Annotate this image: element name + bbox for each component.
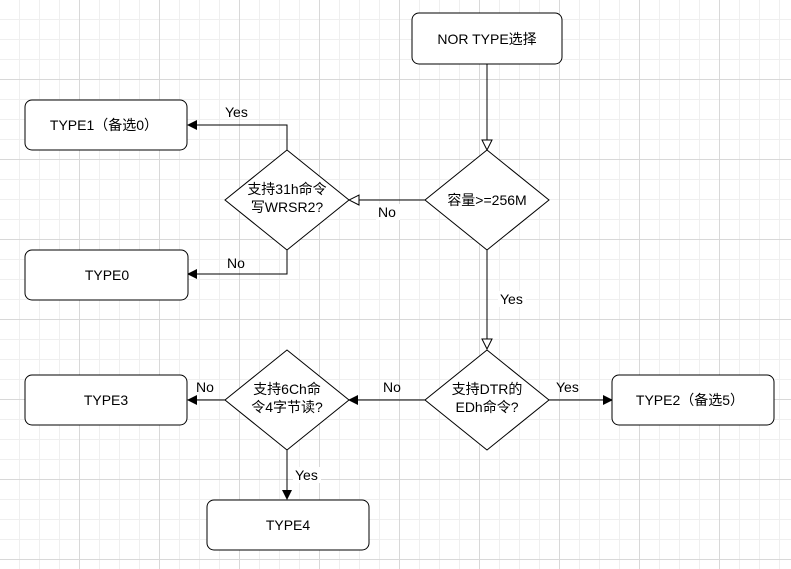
31h-yes-label: Yes: [225, 104, 248, 120]
6ch-no-label: No: [196, 379, 214, 395]
6ch-yes-bg: [293, 467, 321, 483]
decision-6ch: [224, 349, 350, 451]
decision-capacity: [424, 149, 550, 251]
type1-label: TYPE1（备选0）: [50, 117, 158, 133]
type2-label: TYPE2（备选5）: [636, 392, 744, 408]
31h-label-line2: 写WRSR2?: [251, 199, 324, 215]
dtr-label-line2: EDh命令?: [455, 399, 518, 415]
dtr-no-label: No: [383, 379, 401, 395]
type1-node: [24, 99, 188, 151]
cap-yes-bg: [498, 291, 526, 307]
capacity-label: 容量>=256M: [447, 192, 526, 208]
31h-label-line1: 支持31h命令: [247, 181, 326, 197]
type2-node: [611, 374, 775, 426]
edges: [187, 64, 613, 500]
type0-label: TYPE0: [85, 267, 130, 283]
capacity-yes-label: Yes: [500, 291, 523, 307]
dtr-yes-label: Yes: [556, 379, 579, 395]
type3-node: [24, 374, 188, 426]
6ch-label-line2: 令4字节读?: [251, 399, 323, 415]
dtr-label-line1: 支持DTR的: [452, 381, 523, 397]
node-labels: NOR TYPE选择 容量>=256M 支持31h命令 写WRSR2? TYPE…: [50, 31, 744, 533]
31h-no-label: No: [227, 255, 245, 271]
cap-no-bg: [376, 204, 400, 220]
decision-31h: [224, 149, 350, 251]
nodes: [24, 12, 775, 551]
capacity-no-label: No: [378, 204, 396, 220]
edge-31h-no: [187, 250, 288, 279]
start-node: [411, 12, 563, 65]
type3-label: TYPE3: [84, 392, 129, 408]
type4-node: [206, 499, 370, 551]
type4-label: TYPE4: [266, 517, 311, 533]
edge-31h-yes: [187, 120, 288, 150]
edge-labels: No Yes Yes No Yes No No Yes: [196, 104, 579, 483]
6ch-yes-label: Yes: [295, 467, 318, 483]
type0-node: [24, 249, 189, 301]
6ch-label-line1: 支持6Ch命: [253, 381, 321, 397]
decision-dtr: [424, 349, 550, 451]
start-label: NOR TYPE选择: [437, 31, 536, 47]
